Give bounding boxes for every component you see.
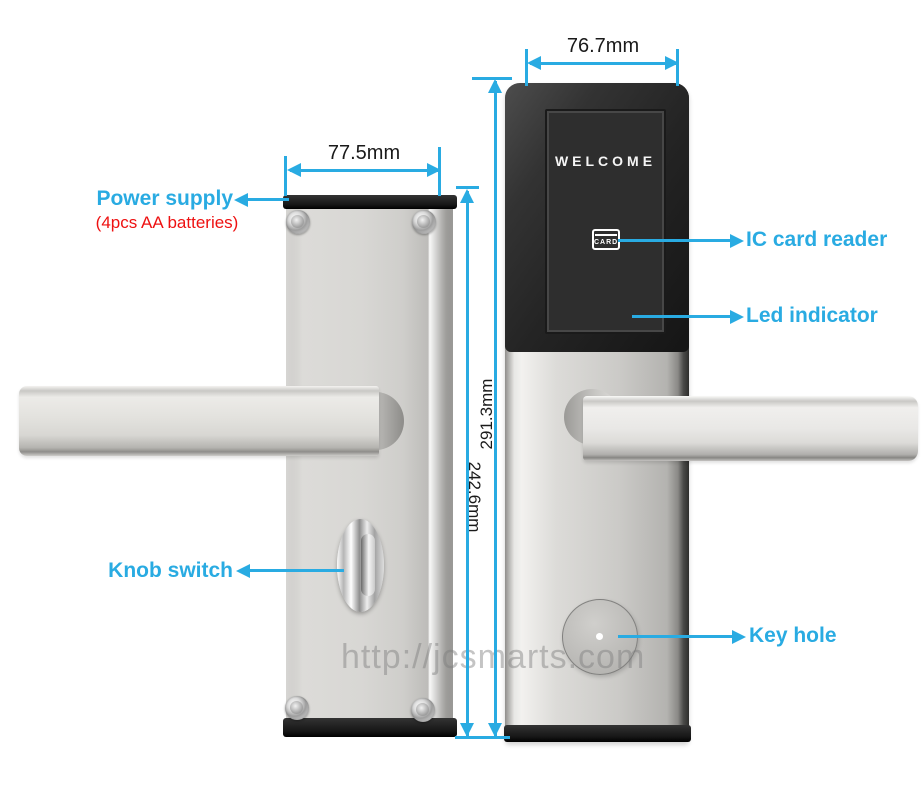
- led-indicator-label: Led indicator: [746, 304, 878, 327]
- extension-line: [284, 156, 287, 196]
- arrow-down-icon: [460, 723, 474, 737]
- arrow-right-icon: [730, 310, 744, 324]
- screw-top-left: [286, 210, 310, 234]
- screw-bottom-left: [285, 696, 309, 720]
- extension-line: [456, 186, 479, 189]
- extension-line: [438, 147, 441, 196]
- battery-note-label: (4pcs AA batteries): [95, 213, 239, 232]
- arrow-left-icon: [287, 163, 301, 177]
- power-supply-callout-line: [246, 198, 289, 201]
- back-width-dimension-line: [290, 169, 438, 172]
- arrow-right-icon: [665, 56, 679, 70]
- back-width-dimension-label: 77.5mm: [327, 142, 401, 164]
- watermark-text: http://jcsmarts.com: [341, 638, 645, 677]
- front-width-dimension-label: 76.7mm: [566, 35, 640, 57]
- front-height-dimension-line: [494, 81, 497, 736]
- back-panel-plate: [286, 197, 453, 737]
- keyhole-dot: [596, 633, 603, 640]
- screw-top-right: [412, 210, 436, 234]
- arrow-left-icon: [234, 193, 248, 207]
- back-panel-bottom-cap: [283, 718, 457, 737]
- arrow-up-icon: [488, 79, 502, 93]
- card-icon-label: CARD: [594, 239, 619, 246]
- arrow-down-icon: [488, 723, 502, 737]
- front-panel-bottom-cap: [504, 725, 691, 742]
- knob-switch-knob: [337, 519, 384, 612]
- knob-slot: [361, 534, 375, 596]
- power-supply-label: Power supply: [96, 187, 233, 210]
- back-height-dimension-label: 242.6mm: [465, 461, 484, 533]
- right-door-handle: [583, 396, 918, 461]
- key-hole-label: Key hole: [749, 624, 837, 647]
- ic-card-reader-callout-line: [618, 239, 732, 242]
- knob-switch-callout-line: [248, 569, 344, 572]
- arrow-right-icon: [732, 630, 746, 644]
- left-door-handle: [19, 386, 379, 456]
- arrow-right-icon: [730, 234, 744, 248]
- screw-bottom-right: [411, 698, 435, 722]
- back-panel-top-cap: [283, 195, 457, 209]
- welcome-display: WELCOME: [554, 153, 657, 169]
- card-reader-icon: CARD: [592, 229, 620, 250]
- arrow-left-icon: [236, 564, 250, 578]
- led-indicator-callout-line: [632, 315, 732, 318]
- knob-switch-label: Knob switch: [108, 559, 233, 582]
- back-height-dimension-line: [466, 191, 469, 736]
- front-height-dimension-label: 291.3mm: [477, 378, 496, 450]
- extension-line: [676, 49, 679, 86]
- extension-line: [472, 77, 512, 80]
- arrow-left-icon: [527, 56, 541, 70]
- card-icon-stripe: [595, 234, 617, 236]
- extension-line: [525, 49, 528, 86]
- front-width-dimension-line: [530, 62, 676, 65]
- extension-line: [455, 736, 510, 739]
- key-hole-callout-line: [618, 635, 734, 638]
- front-panel-screen: [545, 109, 666, 334]
- arrow-up-icon: [460, 189, 474, 203]
- arrow-right-icon: [427, 163, 441, 177]
- ic-card-reader-label: IC card reader: [746, 228, 888, 251]
